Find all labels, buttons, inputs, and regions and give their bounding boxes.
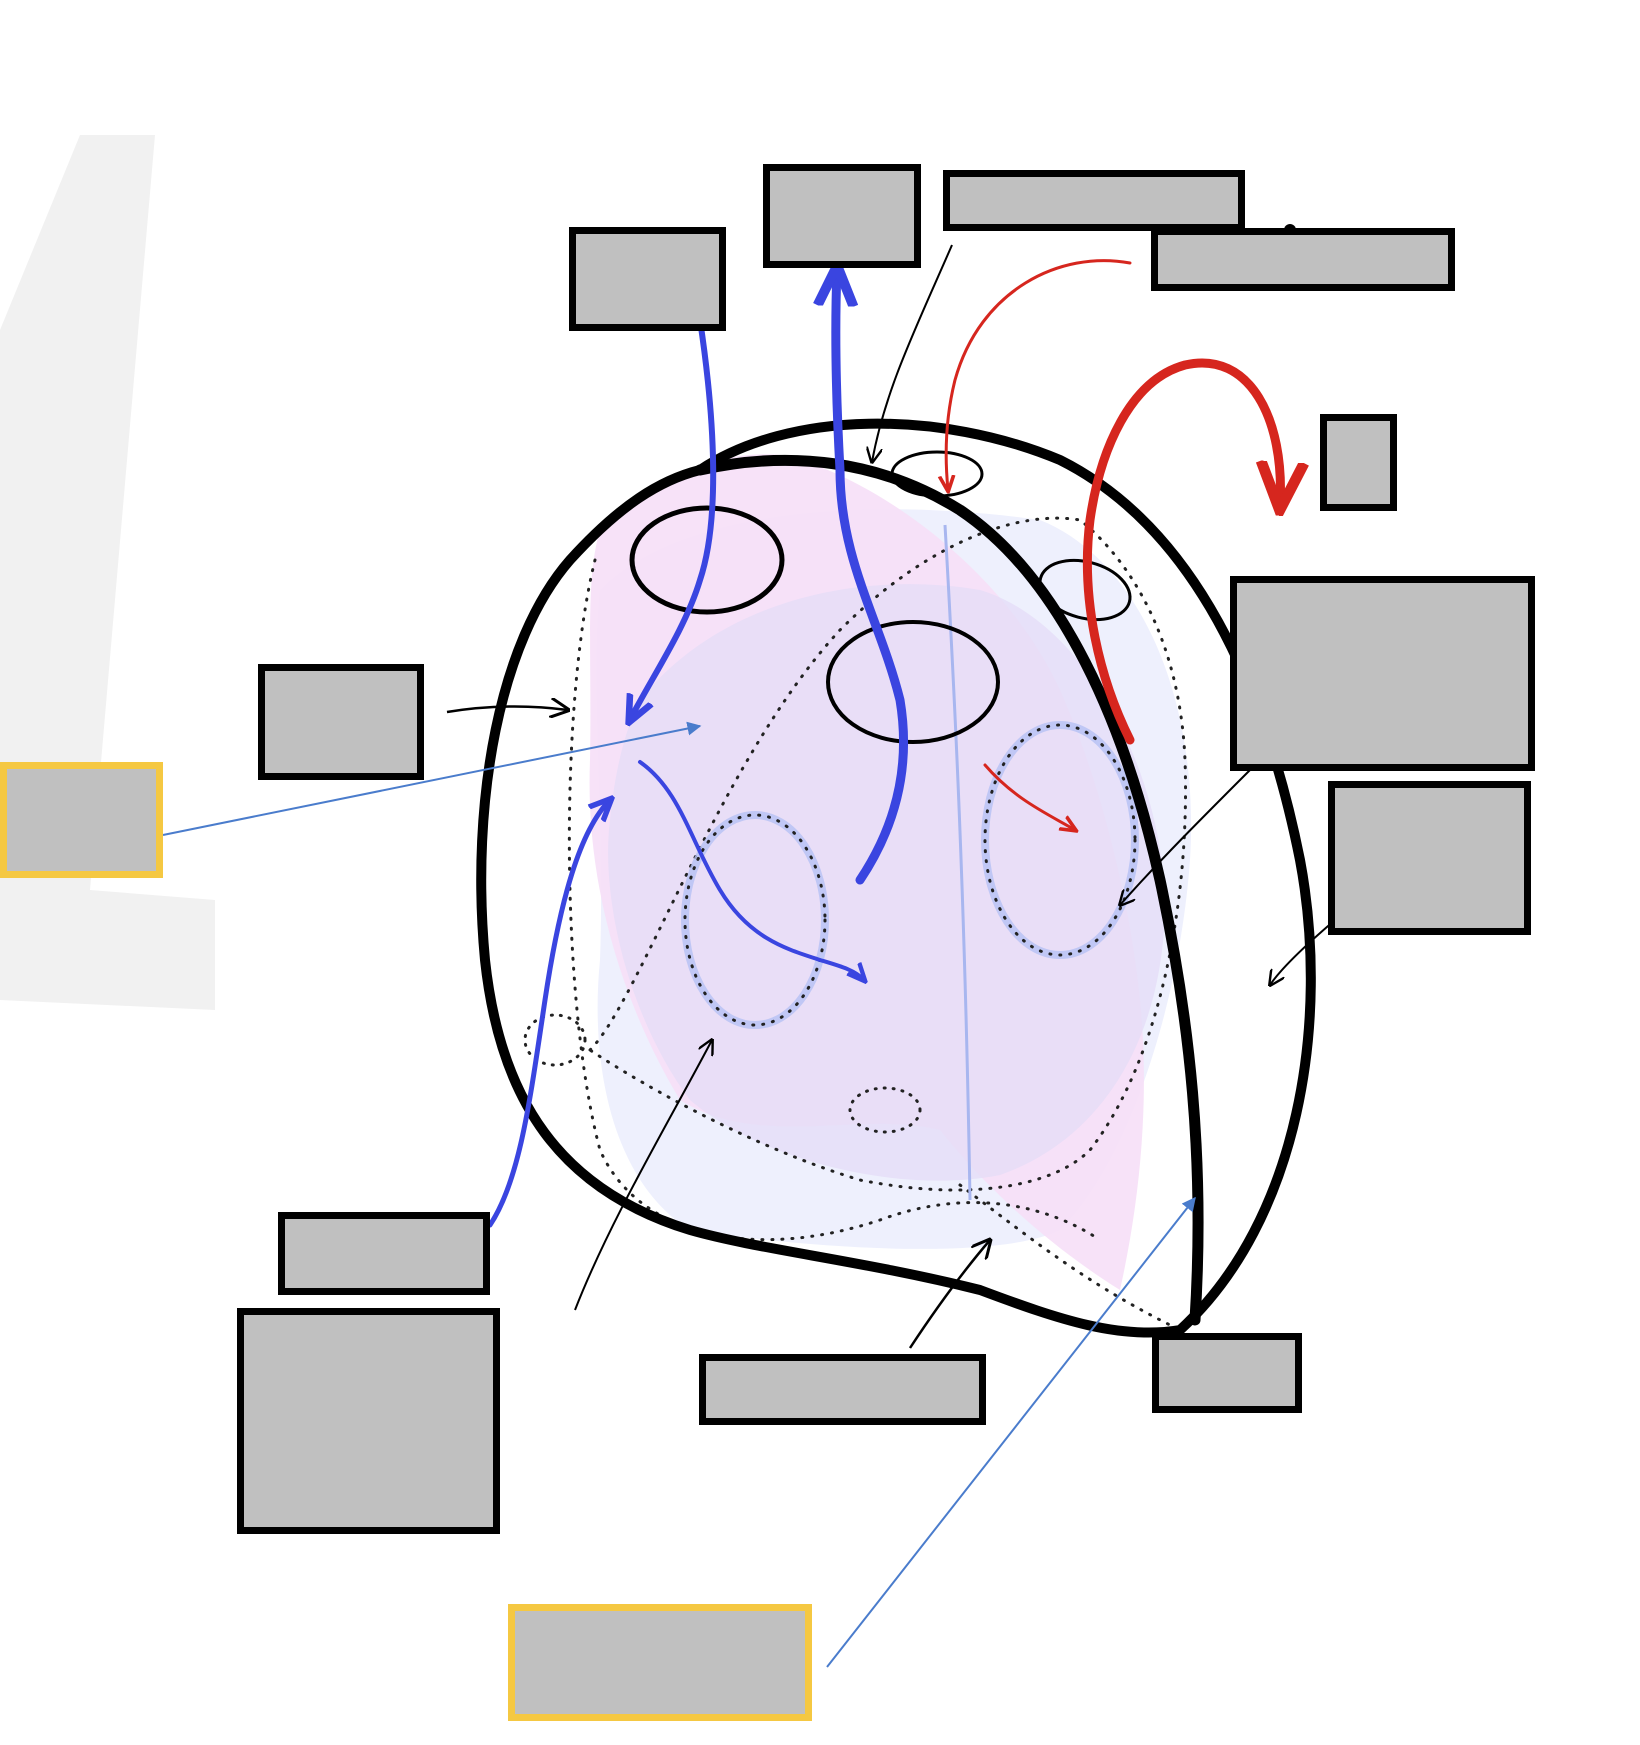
dotted-region-left-dots	[683, 813, 827, 1027]
opening-left	[629, 505, 785, 615]
label-top-wide-2-text	[1158, 235, 1448, 284]
red-flow-into-top	[946, 259, 1132, 490]
blue-flow-up-left	[487, 800, 610, 1228]
label-bottom-right-text	[1159, 1340, 1295, 1406]
blue-flow-curve	[638, 760, 864, 980]
label-bottom-highlight	[508, 1604, 812, 1721]
label-top-wide-1	[943, 170, 1245, 231]
label-bottom-left-large	[237, 1308, 500, 1534]
pointer-bottom-left	[574, 1040, 712, 1311]
organ-outline-inner-fold	[694, 454, 1204, 1326]
blue-flow-down-left	[630, 317, 717, 720]
label-left-highlight-text	[7, 769, 156, 871]
pointer-bottom-center	[908, 1240, 990, 1349]
label-top-center-text	[770, 171, 914, 261]
dotted-region-edge	[523, 1013, 587, 1067]
label-top-wide-1-text	[950, 177, 1238, 224]
organ-outline-outer	[476, 418, 1316, 1338]
label-bottom-center	[699, 1354, 986, 1425]
label-left-mid	[258, 664, 424, 780]
label-right-small	[1320, 414, 1397, 511]
label-right-large	[1230, 576, 1535, 771]
red-flow-internal	[983, 763, 1075, 830]
label-bottom-right	[1152, 1333, 1302, 1413]
dotted-region-right-dots	[983, 723, 1137, 957]
label-bottom-highlight-text	[515, 1611, 805, 1714]
blue-flow-up-center	[836, 270, 909, 885]
opening-center	[826, 620, 1000, 744]
opening-right	[1038, 558, 1132, 622]
label-bottom-left-wide-text	[285, 1219, 483, 1288]
label-top-center	[763, 164, 921, 268]
label-bottom-left-large-text	[244, 1315, 493, 1527]
label-right-mid-text	[1335, 788, 1524, 928]
label-left-highlight	[0, 762, 163, 878]
label-top-left-text	[576, 234, 719, 324]
dotted-boundary-arc	[588, 516, 1187, 1192]
label-right-small-text	[1327, 421, 1390, 504]
highlight-pointer-left	[162, 721, 702, 836]
red-flow-out-right	[1082, 358, 1280, 745]
pointer-left-mid	[446, 706, 568, 712]
label-left-mid-text	[265, 671, 417, 773]
label-right-mid	[1328, 781, 1531, 935]
label-bottom-left-wide	[278, 1212, 490, 1295]
watermark-glyph	[0, 135, 215, 1010]
label-right-large-text	[1237, 583, 1528, 764]
highlight-pointer-bottom	[826, 1196, 1196, 1668]
label-top-left	[569, 227, 726, 331]
pointer-right-mid	[1270, 919, 1336, 985]
pointer-top-wide-1	[872, 244, 953, 462]
label-top-wide-2	[1151, 228, 1455, 291]
opening-top	[890, 450, 984, 498]
dotted-boundary-outer	[567, 558, 1102, 1242]
dotted-crossline	[958, 1183, 1172, 1327]
label-bottom-center-text	[706, 1361, 979, 1418]
dotted-region-small	[848, 1086, 922, 1134]
pointer-right-large	[1120, 769, 1251, 905]
midline	[943, 524, 972, 1201]
